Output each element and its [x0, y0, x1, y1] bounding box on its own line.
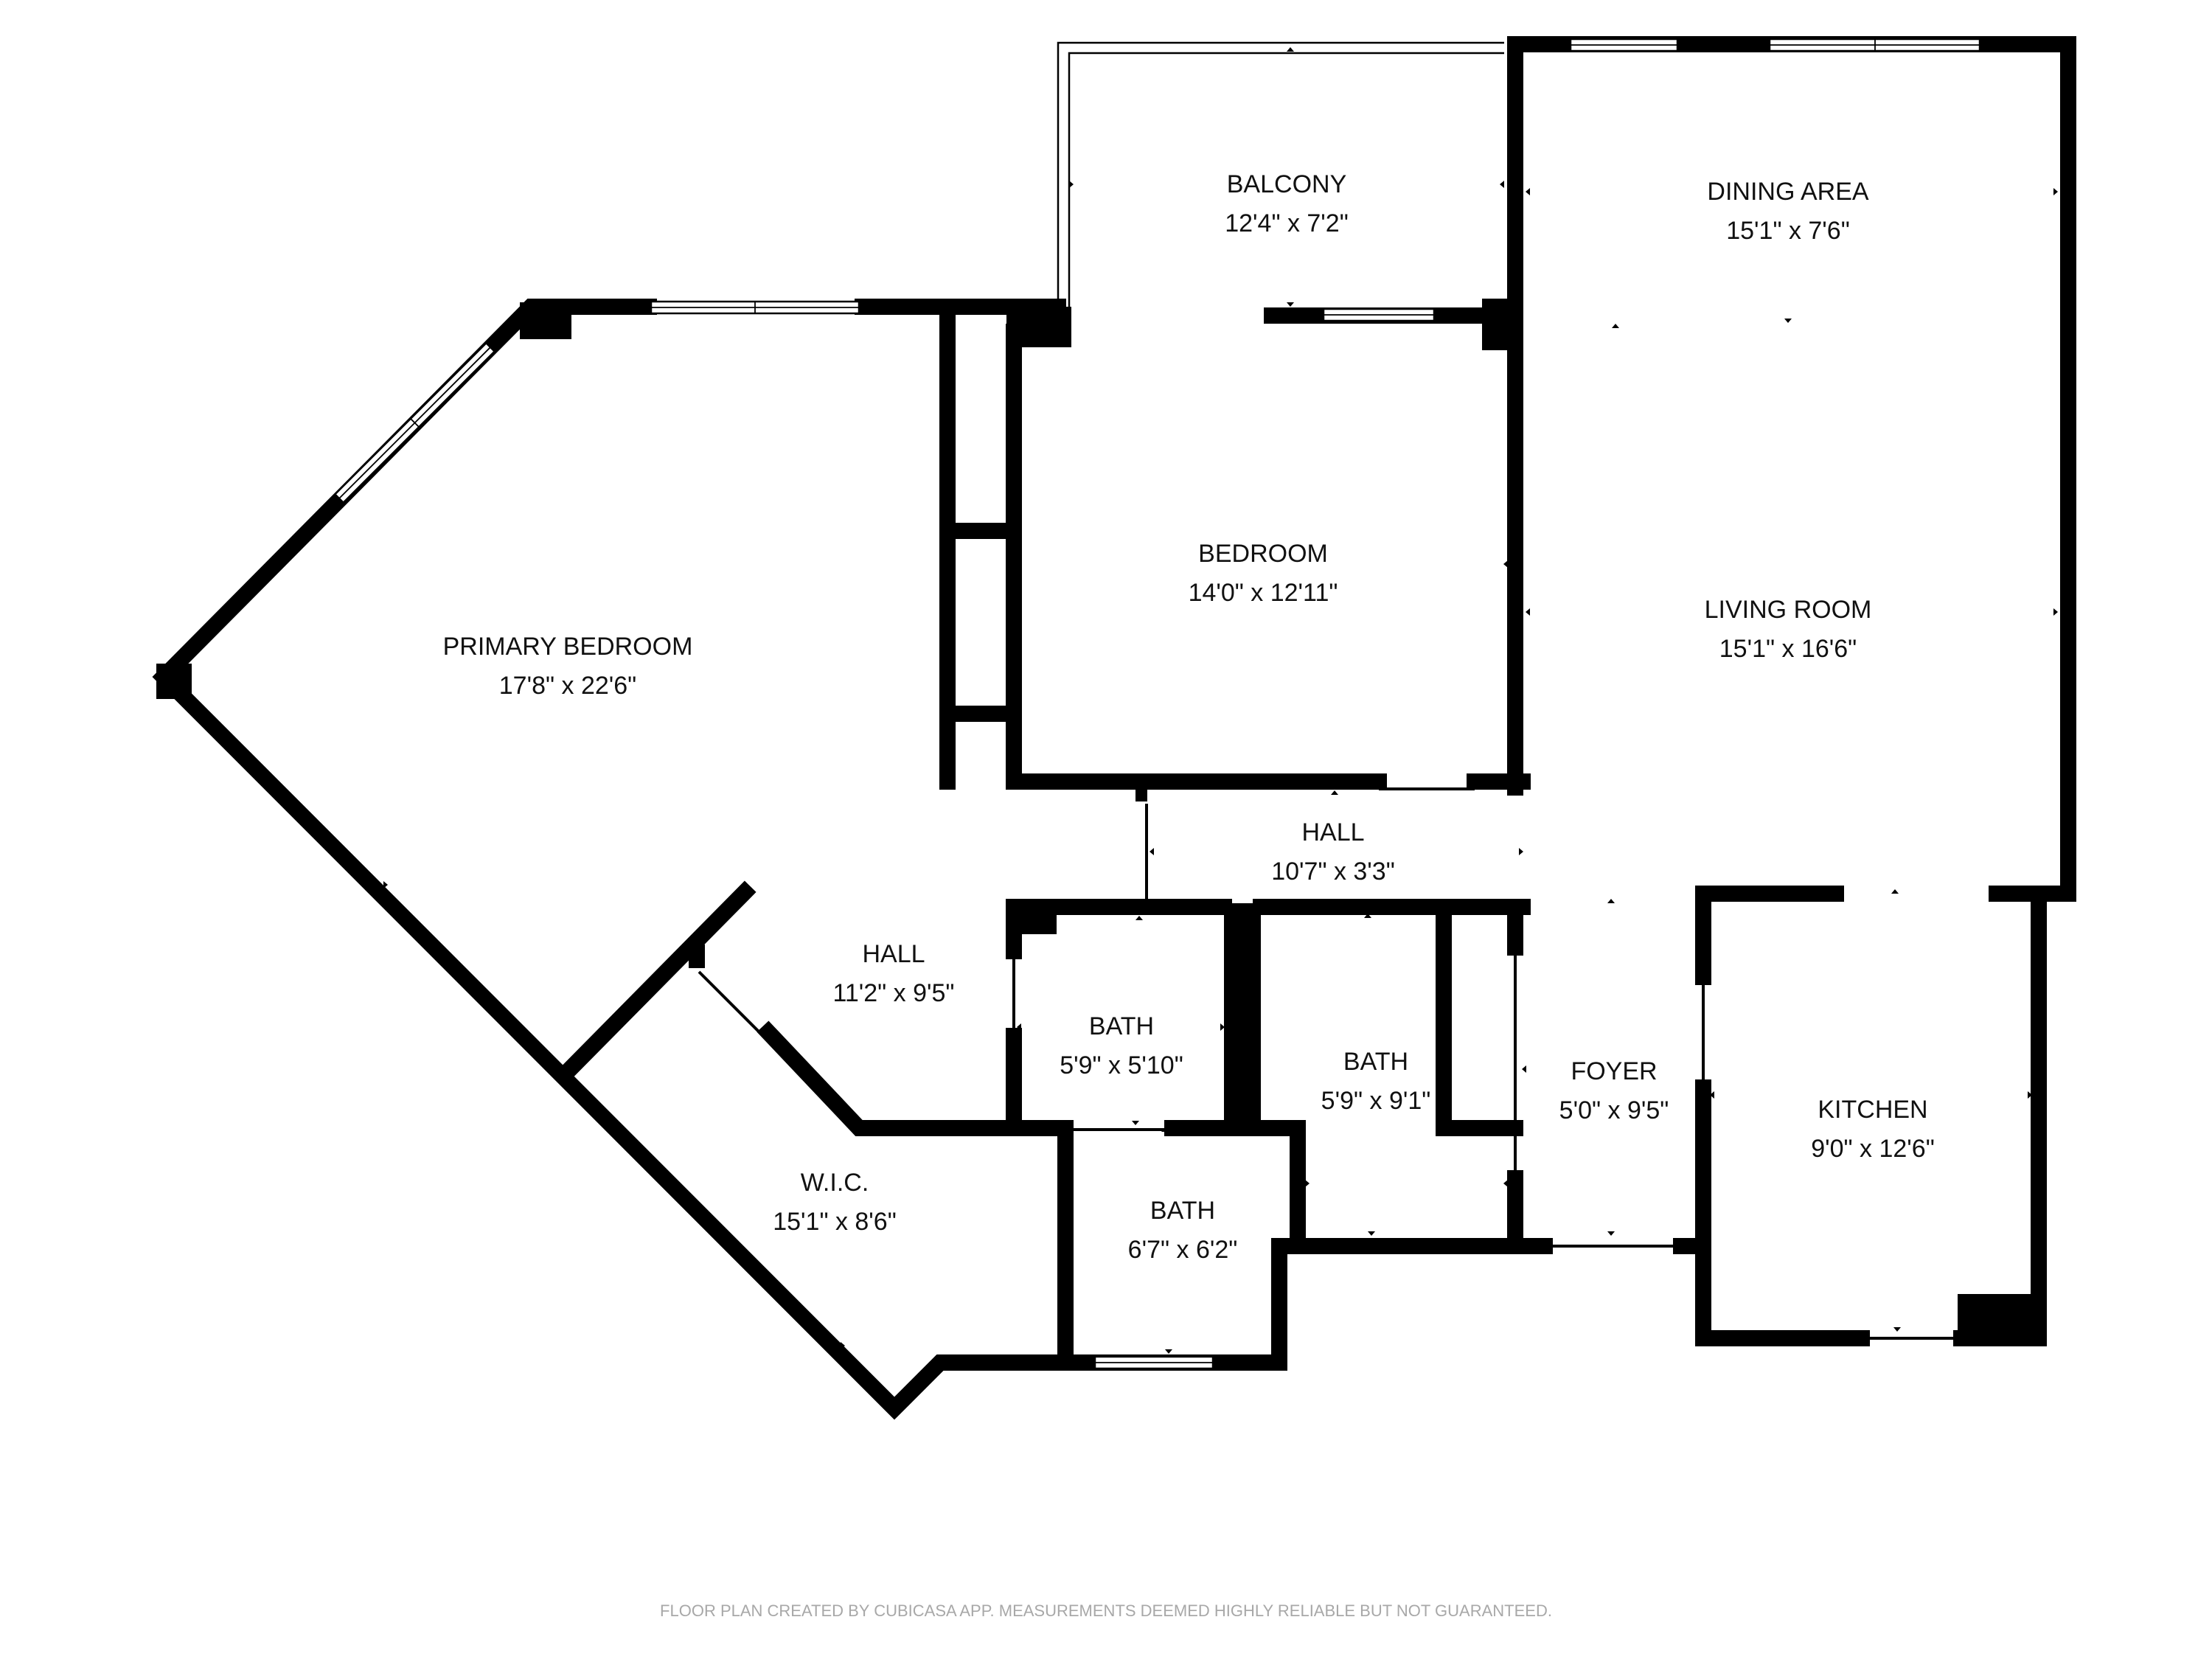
hall-door-post [1135, 785, 1147, 801]
svg-text:FOYER: FOYER [1571, 1057, 1657, 1085]
svg-text:LIVING ROOM: LIVING ROOM [1705, 596, 1872, 624]
svg-text:5'0" x 9'5": 5'0" x 9'5" [1559, 1096, 1669, 1124]
room-label-primary-bedroom: PRIMARY BEDROOM 17'8" x 22'6" [443, 633, 693, 700]
svg-text:5'9" x 9'1": 5'9" x 9'1" [1321, 1087, 1431, 1115]
svg-text:10'7" x 3'3": 10'7" x 3'3" [1271, 858, 1395, 886]
room-label-bath-2: BATH 5'9" x 9'1" [1321, 1048, 1431, 1115]
room-label-kitchen: KITCHEN 9'0" x 12'6" [1811, 1096, 1935, 1163]
room-label-foyer: FOYER 5'0" x 9'5" [1559, 1057, 1669, 1124]
svg-text:PRIMARY BEDROOM: PRIMARY BEDROOM [443, 633, 693, 661]
room-label-dining-area: DINING AREA 15'1" x 7'6" [1707, 178, 1868, 245]
svg-text:BALCONY: BALCONY [1227, 170, 1347, 198]
room-label-living-room: LIVING ROOM 15'1" x 16'6" [1705, 596, 1872, 663]
svg-text:17'8" x 22'6": 17'8" x 22'6" [499, 672, 636, 700]
openings [698, 192, 1958, 1340]
svg-text:5'9" x 5'10": 5'9" x 5'10" [1060, 1051, 1183, 1079]
svg-text:DINING AREA: DINING AREA [1707, 178, 1868, 206]
walls [152, 36, 2076, 1420]
bath-column [1224, 903, 1261, 1128]
balcony-railing [1057, 41, 1504, 307]
svg-text:W.I.C.: W.I.C. [801, 1169, 869, 1197]
room-label-bath-3: BATH 6'7" x 6'2" [1128, 1197, 1238, 1264]
primary-corner-block [156, 664, 192, 699]
svg-text:BEDROOM: BEDROOM [1198, 540, 1328, 568]
primary-top-corner-block [520, 302, 571, 339]
svg-text:HALL: HALL [862, 940, 925, 968]
room-label-hall-upper: HALL 10'7" x 3'3" [1271, 818, 1395, 886]
room-label-balcony: BALCONY 12'4" x 7'2" [1225, 170, 1349, 237]
room-label-bath-1: BATH 5'9" x 5'10" [1060, 1012, 1183, 1079]
dimension-markers [383, 47, 2058, 1354]
room-label-wic: W.I.C. 15'1" x 8'6" [773, 1169, 897, 1236]
svg-text:6'7" x 6'2": 6'7" x 6'2" [1128, 1236, 1238, 1264]
windows [333, 38, 1981, 1370]
svg-text:15'1" x 8'6": 15'1" x 8'6" [773, 1208, 897, 1236]
room-label-bedroom: BEDROOM 14'0" x 12'11" [1189, 540, 1338, 607]
svg-text:HALL: HALL [1301, 818, 1364, 846]
kitchen-corner-block [1958, 1294, 2039, 1338]
svg-text:BATH: BATH [1343, 1048, 1408, 1076]
room-label-hall-lower: HALL 11'2" x 9'5" [832, 940, 954, 1007]
svg-text:12'4" x 7'2": 12'4" x 7'2" [1225, 209, 1349, 237]
svg-text:BATH: BATH [1150, 1197, 1215, 1225]
bath-corner-block [1021, 911, 1057, 934]
svg-text:9'0" x 12'6": 9'0" x 12'6" [1811, 1135, 1935, 1163]
svg-text:14'0" x 12'11": 14'0" x 12'11" [1189, 579, 1338, 607]
svg-text:11'2" x 9'5": 11'2" x 9'5" [832, 979, 954, 1007]
svg-text:BATH: BATH [1089, 1012, 1154, 1040]
svg-text:15'1" x 7'6": 15'1" x 7'6" [1726, 217, 1850, 245]
footer-disclaimer: FLOOR PLAN CREATED BY CUBICASA APP. MEAS… [660, 1601, 1552, 1620]
svg-text:15'1" x 16'6": 15'1" x 16'6" [1719, 635, 1857, 663]
svg-text:KITCHEN: KITCHEN [1818, 1096, 1927, 1124]
